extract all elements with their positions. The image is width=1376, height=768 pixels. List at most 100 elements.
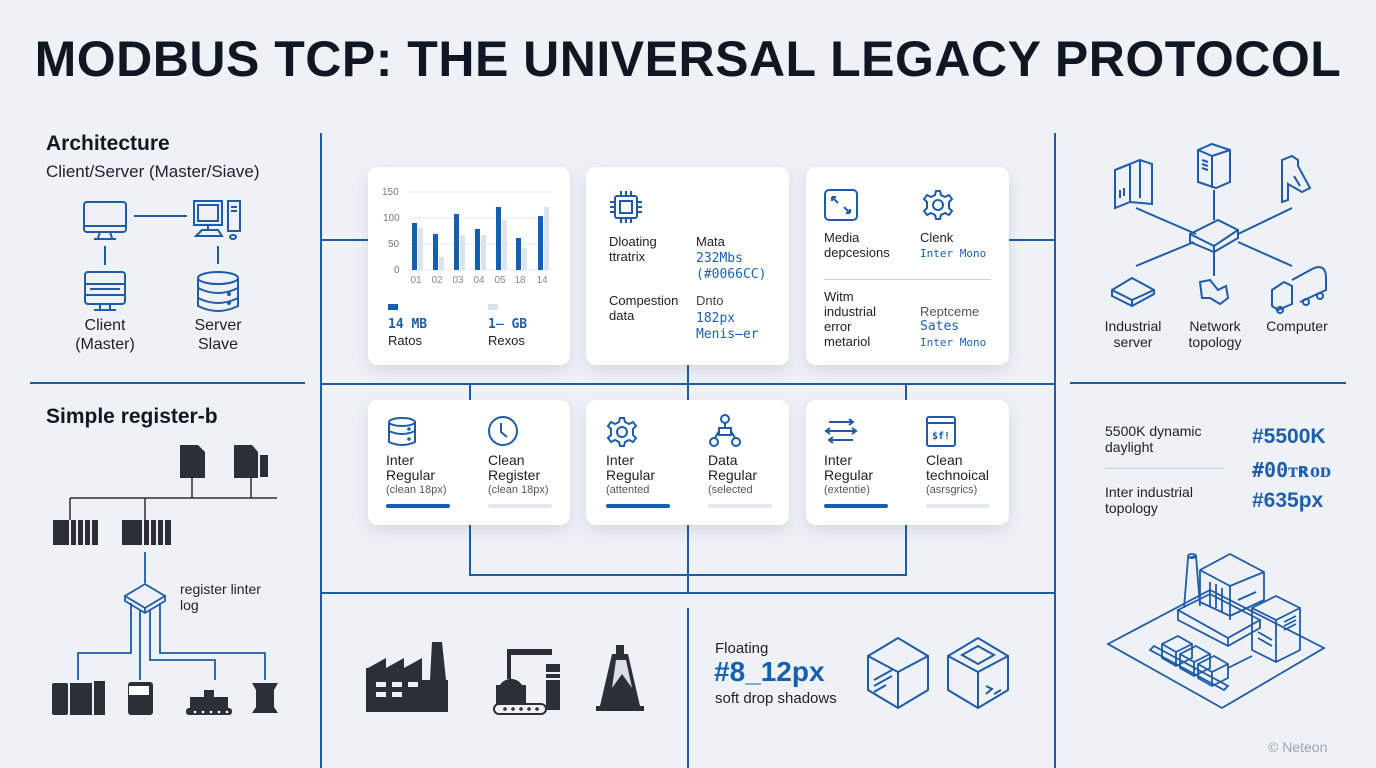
settings-gear-icon <box>606 417 638 447</box>
sensor-icon <box>1198 278 1230 306</box>
client-label: Client(Master) <box>75 317 135 353</box>
svg-text:14: 14 <box>536 275 548 286</box>
states-label: Sates <box>920 319 960 334</box>
document-icon <box>180 445 205 478</box>
terminal-cube-icon <box>947 636 1009 710</box>
server-tower-icon <box>1197 142 1231 190</box>
svg-text:$f!: $f! <box>932 431 950 442</box>
tanker-truck-icon <box>1271 266 1327 314</box>
document-stack-icon <box>234 445 268 478</box>
progress-bar-inactive <box>926 504 990 508</box>
legend-label-ratos: Ratos <box>388 333 422 348</box>
database-icon <box>388 417 416 446</box>
svg-text:03: 03 <box>452 275 464 286</box>
svg-text:100: 100 <box>383 213 400 224</box>
metric-right-values: 232Mbs(#0066CC) <box>696 251 767 282</box>
legend-label-rexos: Rexos <box>488 333 525 348</box>
architecture-heading: Architecture <box>46 132 170 155</box>
metric-right-title: Mata <box>696 234 725 249</box>
svg-text:0: 0 <box>394 265 400 276</box>
expand-icon <box>824 189 858 221</box>
client-terminal-icon <box>84 271 126 311</box>
copyright: © Neteon <box>1268 739 1328 755</box>
svg-text:01: 01 <box>410 275 422 286</box>
progress-bar-inactive <box>488 504 552 508</box>
database-server-icon <box>197 271 239 312</box>
spec-divider <box>1105 468 1225 469</box>
transfer-arrows-icon <box>824 418 858 444</box>
module-cubes <box>867 636 1009 710</box>
industry-icons <box>366 642 644 715</box>
floating-label: Floating <box>715 640 769 657</box>
drive-unit-icon <box>52 681 105 715</box>
progress-bar-active <box>824 504 888 508</box>
gear-icon <box>922 190 954 220</box>
progress-bar-active <box>606 504 670 508</box>
register-diagram <box>52 445 278 715</box>
spec-value-2: #00ᴛʀᴏᴅ <box>1252 458 1332 482</box>
legend-value-ratos: 14 MB <box>388 317 428 332</box>
industrial-cabinet-icon <box>1114 158 1153 210</box>
clenk-font: Inter Mono <box>920 247 987 260</box>
monitor-icon <box>83 201 127 240</box>
floating-value: #8_12px <box>714 656 825 687</box>
architecture-subheading: Client/Server (Master/Siave) <box>46 162 260 181</box>
svg-text:04: 04 <box>473 275 485 286</box>
floating-caption: soft drop shadows <box>715 690 837 707</box>
isometric-factory-illustration <box>1106 552 1326 710</box>
progress-bar-inactive <box>708 504 772 508</box>
modem-icon <box>1111 276 1155 308</box>
document-cube-icon <box>867 636 929 710</box>
legend-swatch-rexos <box>488 304 498 310</box>
plc-module-icon <box>122 520 171 545</box>
page-title: MODBUS TCP: THE UNIVERSAL LEGACY PROTOCO… <box>34 31 1342 87</box>
divider <box>824 279 991 280</box>
progress-bar-active <box>386 504 450 508</box>
register-heading: Simple register-b <box>46 405 218 428</box>
states-font: Inter Mono <box>920 336 987 349</box>
clenk-label: Clenk <box>920 230 954 245</box>
transformer-icon <box>252 683 278 713</box>
plc-rack-icon <box>53 520 98 545</box>
hierarchy-icon <box>709 414 741 447</box>
svg-text:150: 150 <box>382 187 399 198</box>
clock-icon <box>488 416 518 446</box>
spec-value-3: #635px <box>1252 489 1324 512</box>
spec-value-1: #5500K <box>1252 425 1326 448</box>
legend-value-rexos: 1̶ GB <box>488 317 528 332</box>
network-hub-icon <box>123 582 167 615</box>
legend-swatch-ratos <box>388 304 398 310</box>
metric-right-b-title: Dnto <box>696 293 724 308</box>
conveyor-machine-icon <box>496 649 560 710</box>
topology-label-computer: Computer <box>1266 318 1328 334</box>
cpu-chip-icon <box>610 191 642 223</box>
switch-icon <box>1189 218 1239 254</box>
factory-icon <box>366 642 448 712</box>
code-window-icon: $f! <box>926 416 956 447</box>
desktop-computer-icon <box>193 200 241 240</box>
svg-text:50: 50 <box>388 239 400 250</box>
network-topology-diagram <box>1111 142 1327 314</box>
svg-text:02: 02 <box>431 275 443 286</box>
